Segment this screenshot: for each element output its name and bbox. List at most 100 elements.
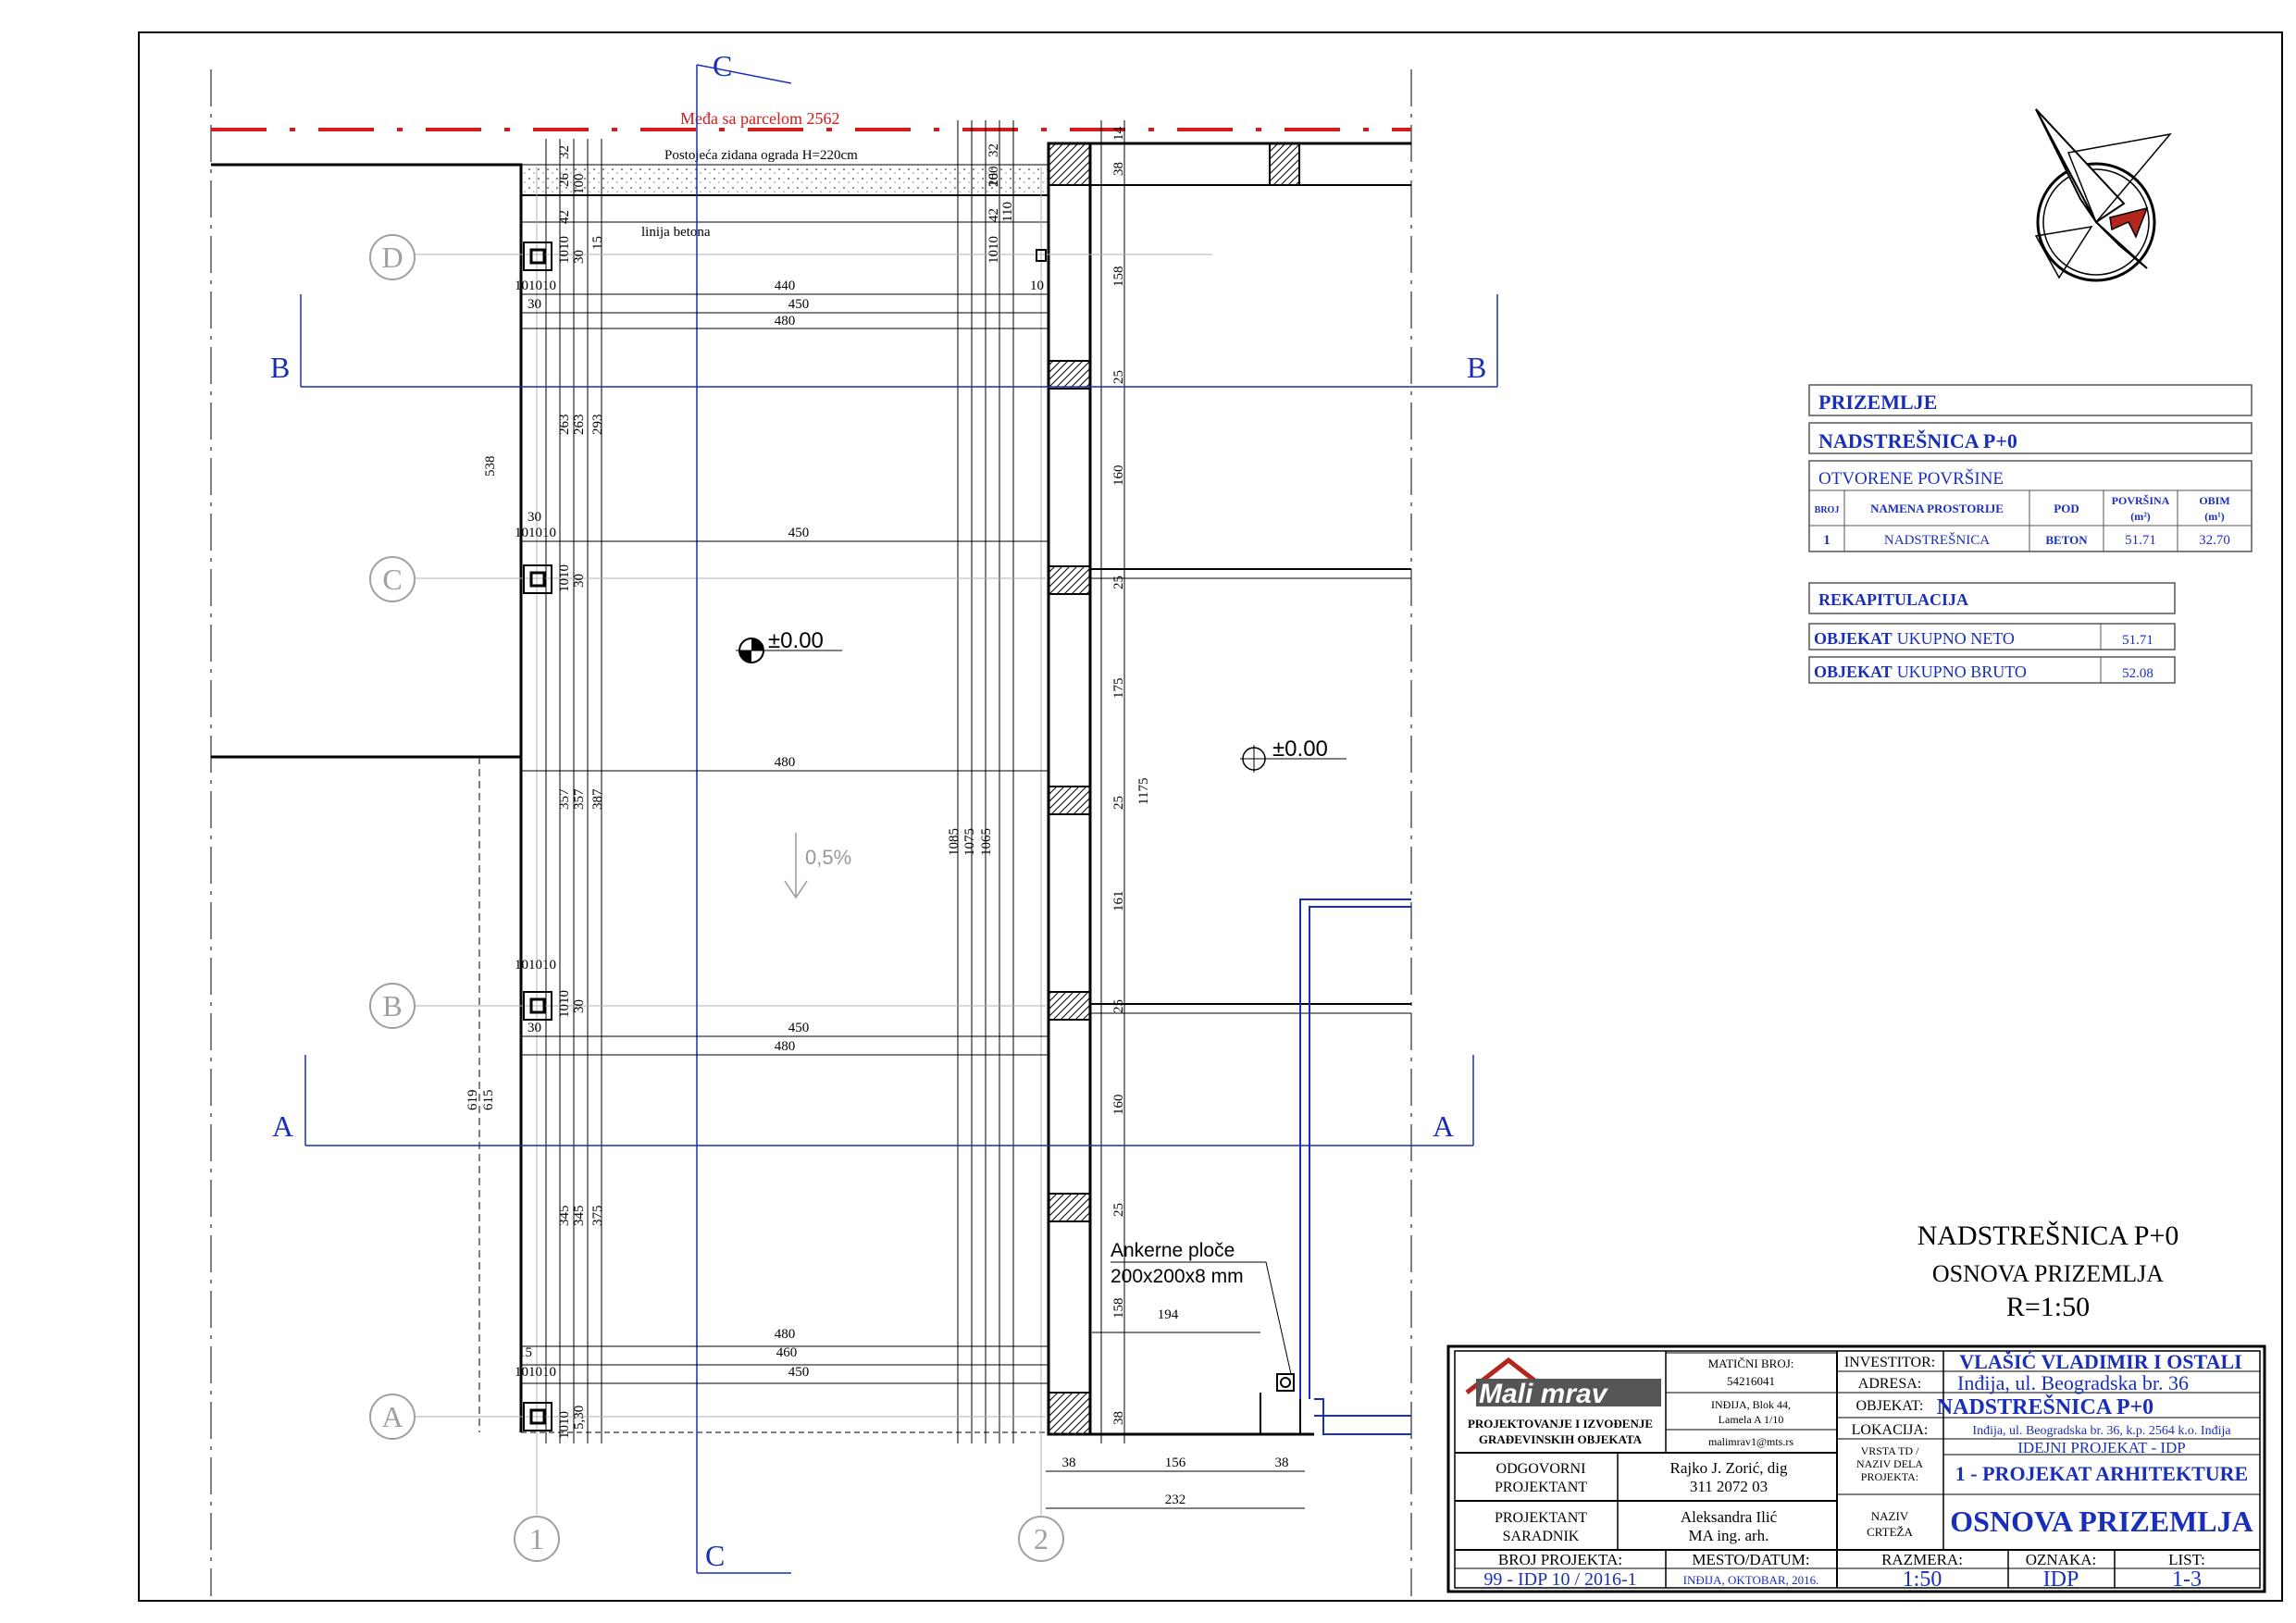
drawing-title-2: OSNOVA PRIZEMLJA: [1932, 1260, 2164, 1287]
blue-opening: [1299, 898, 1411, 1399]
dim-175: 175: [1111, 678, 1126, 700]
axis-marker-b: [369, 983, 416, 1029]
dim-357-a: 357: [557, 788, 572, 810]
dim-1010-c: 1010: [557, 564, 572, 592]
dim-1010-l: 1010: [557, 236, 572, 264]
axis-label-a: A: [381, 1400, 403, 1433]
dim-30-b: 30: [527, 1021, 541, 1035]
dim-460: 460: [776, 1345, 798, 1360]
email: malimrav1@mts.rs: [1708, 1435, 1793, 1448]
dim-38-b1: 38: [1062, 1456, 1076, 1470]
axis-marker-c: [369, 556, 416, 602]
dim-158-r2: 158: [1111, 1298, 1126, 1319]
axis-marker-2: [1018, 1516, 1064, 1562]
row-pod: BETON: [2045, 533, 2088, 547]
dim-25-r1: 25: [1111, 370, 1126, 384]
dim-38-r2: 38: [1111, 1411, 1126, 1425]
dim-538: 538: [483, 456, 498, 477]
dim-450-top: 450: [788, 297, 810, 312]
mb-label: MATIČNI BROJ:: [1708, 1357, 1794, 1370]
dim-14: 14: [1111, 127, 1126, 142]
dim-387: 387: [590, 788, 605, 810]
axis-marker-1: [514, 1516, 560, 1562]
col-broj: BROJ: [1815, 505, 1840, 515]
adresa-value: Inđija, ul. Beogradska br. 36: [1957, 1371, 2189, 1394]
dim-26-r: 26: [987, 173, 1001, 188]
slope-arrow-icon: [784, 833, 808, 899]
dim-375: 375: [590, 1206, 605, 1227]
axis-label-d: D: [381, 241, 403, 274]
anchor-label-2: 200x200x8 mm: [1111, 1266, 1244, 1287]
dim-194: 194: [1158, 1307, 1179, 1322]
vrsta-value-2: 1 - PROJEKAT ARHITEKTURE: [1955, 1462, 2248, 1485]
legend-subtitle: NADSTREŠNICA P+0: [1818, 429, 2017, 452]
dim-42-l: 42: [557, 210, 572, 224]
axis-marker-a: [369, 1394, 416, 1440]
slope-label: 0,5%: [805, 846, 851, 869]
dim-480-b: 480: [775, 1039, 796, 1054]
address-2: Lamela A 1/10: [1719, 1413, 1784, 1426]
objekat-label: OBJEKAT:: [1856, 1398, 1924, 1414]
dim-1010-r: 1010: [987, 236, 1001, 264]
dim-158-r: 158: [1111, 266, 1126, 288]
dim-161: 161: [1111, 891, 1126, 912]
company-logo: Mali mrav: [1465, 1357, 1661, 1409]
dim-25-r5: 25: [1111, 1203, 1126, 1217]
level-marker-1: [736, 638, 842, 663]
sar-value-2: MA ing. arh.: [1689, 1527, 1769, 1544]
dim-38-b2: 38: [1275, 1456, 1289, 1470]
razmera-value: 1:50: [1903, 1567, 1942, 1592]
dim-480-mid: 480: [775, 755, 796, 770]
oznaka-label: OZNAKA:: [2026, 1551, 2097, 1568]
dim-1010-b: 1010: [557, 990, 572, 1018]
concrete-label: linija betona: [641, 225, 711, 240]
recap-neto-value: 51.71: [2122, 633, 2153, 648]
dim-25-r2: 25: [1111, 576, 1126, 589]
wall-label: Postojeća zidana ograda H=220cm: [664, 148, 858, 163]
existing-building-left: [211, 163, 523, 759]
col-povrsina-unit: (m²): [2130, 510, 2151, 523]
lokacija-value: Inđija, ul. Beogradska br. 36, k.p. 2564…: [1972, 1424, 2231, 1438]
company-line-2: GRAĐEVINSKIH OBJEKATA: [1479, 1432, 1643, 1446]
dim-160-r1: 160: [1111, 465, 1126, 487]
axis-label-c: C: [382, 563, 402, 596]
dim-10: 10: [1030, 279, 1044, 293]
dim-1075: 1075: [962, 828, 977, 856]
naziv-label-1: NAZIV: [1871, 1509, 1909, 1523]
mesto-value: INĐIJA, OKTOBAR, 2016.: [1683, 1573, 1819, 1587]
dim-15-a: 15: [518, 1345, 532, 1360]
recap-title: REKAPITULACIJA: [1818, 590, 1968, 609]
razmera-label: RAZMERA:: [1881, 1551, 1963, 1568]
dim-440: 440: [775, 279, 796, 293]
dim-101010-b: 101010: [515, 958, 556, 973]
dim-357-b: 357: [572, 788, 587, 810]
dim-480-top: 480: [775, 314, 796, 328]
dim-110: 110: [1000, 202, 1015, 222]
dim-101010-a: 101010: [515, 1365, 556, 1380]
dim-450-b: 450: [788, 1021, 810, 1035]
row-povrsina: 51.71: [2125, 533, 2156, 548]
dim-101010-d: 101010: [515, 279, 556, 293]
dim-345-a: 345: [557, 1206, 572, 1227]
col-pod: POD: [2054, 502, 2079, 515]
dim-30-l: 30: [572, 250, 587, 264]
mesto-label: MESTO/DATUM:: [1692, 1551, 1809, 1568]
row-obim: 32.70: [2199, 533, 2230, 548]
boundary-label: Međa sa parcelom 2562: [680, 109, 839, 128]
odg-label-1: ODGOVORNI: [1496, 1461, 1586, 1477]
col-namena: NAMENA PROSTORIJE: [1870, 502, 2004, 515]
dim-619: 619: [465, 1090, 480, 1111]
dim-101010-c: 101010: [515, 526, 556, 540]
vrsta-label-1: VRSTA TD /: [1861, 1444, 1919, 1457]
col-povrsina: POVRŠINA: [2112, 494, 2170, 507]
row-namena: NADSTREŠNICA: [1884, 532, 1990, 548]
odg-value-2: 311 2072 03: [1690, 1478, 1768, 1495]
dim-38-r1: 38: [1111, 162, 1126, 176]
section-b-right: B: [1467, 351, 1486, 384]
level-label-2: ±0.00: [1272, 737, 1328, 762]
dim-25-r4: 25: [1111, 999, 1126, 1013]
sar-label-2: SARADNIK: [1503, 1529, 1580, 1544]
dim-100-l: 100: [572, 174, 587, 195]
